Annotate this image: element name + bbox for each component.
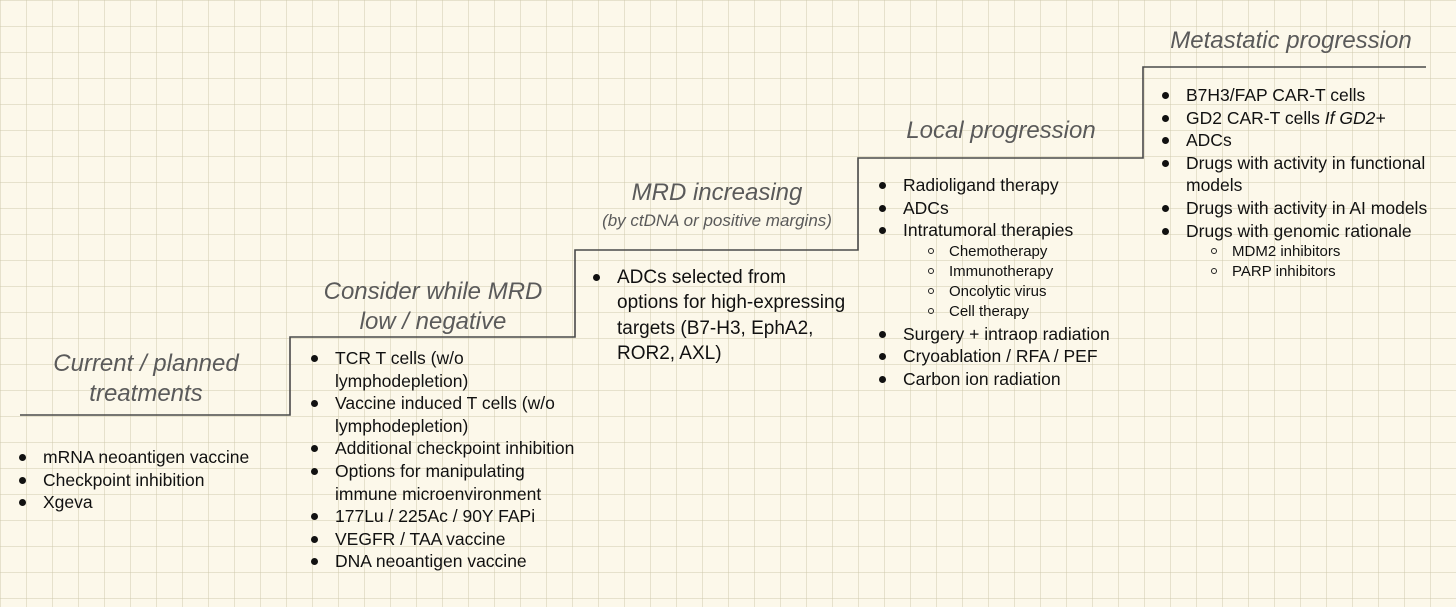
sub-list-item: Cell therapy (927, 302, 1140, 322)
list-item: Xgeva (18, 491, 283, 514)
stage-mrd-low-title-line: Consider while MRD (323, 278, 543, 305)
list-item: TCR T cells (w/o lymphodepletion) (310, 347, 576, 392)
stage-metastatic-title: Metastatic progression (1150, 26, 1432, 56)
list-item: 177Lu / 225Ac / 90Y FAPi (310, 505, 576, 528)
list-item: B7H3/FAP CAR-T cells (1161, 84, 1453, 107)
list-item-label: Intratumoral therapies (903, 220, 1074, 241)
list-item-qualifier: If GD2+ (1324, 107, 1386, 128)
list-item: Checkpoint inhibition (18, 469, 283, 492)
list-item: Vaccine induced T cells (w/o lymphodeple… (310, 392, 576, 437)
stage-mrd-increasing-subtitle: (by ctDNA or positive margins) (602, 211, 832, 230)
list-item: Intratumoral therapies Chemotherapy Immu… (878, 219, 1140, 322)
list-item: ADCs (878, 197, 1140, 220)
stage-mrd-low-title-line: low / negative (359, 308, 507, 335)
list-item: ADCs (1161, 129, 1453, 152)
stage-local-list: Radioligand therapy ADCs Intratumoral th… (878, 174, 1140, 390)
stage-local-title-line: Local progression (906, 117, 1096, 144)
stage-mrd-low-list: TCR T cells (w/o lymphodepletion) Vaccin… (310, 347, 576, 573)
list-item: mRNA neoantigen vaccine (18, 446, 283, 469)
stage-current-title: Current / planned treatments (30, 349, 262, 409)
stage-mrd-increasing-title: MRD increasing (by ctDNA or positive mar… (578, 178, 856, 232)
stage-mrd-low-title: Consider while MRD low / negative (300, 277, 566, 337)
list-item: Additional checkpoint inhibition (310, 437, 576, 460)
list-item-label: GD2 CAR-T cells (1186, 107, 1320, 128)
list-item: Options for manipulating immune microenv… (310, 460, 576, 505)
sub-list-item: PARP inhibitors (1210, 262, 1453, 282)
list-item: Surgery + intraop radiation (878, 323, 1140, 346)
stage-metastatic-list: B7H3/FAP CAR-T cells GD2 CAR-T cells If … (1161, 84, 1453, 283)
sub-list-item: MDM2 inhibitors (1210, 242, 1453, 262)
stage-local-title: Local progression (870, 116, 1132, 146)
list-item: Cryoablation / RFA / PEF (878, 345, 1140, 368)
sub-list-item: Oncolytic virus (927, 282, 1140, 302)
stage-current-list: mRNA neoantigen vaccine Checkpoint inhib… (18, 446, 283, 514)
list-item: Drugs with activity in AI models (1161, 197, 1453, 220)
list-item-label: Drugs with genomic rationale (1186, 220, 1412, 241)
stage-mrd-increasing-title-line: MRD increasing (631, 179, 803, 206)
sub-list-item: Immunotherapy (927, 262, 1140, 282)
stage-current-title-line: treatments (89, 380, 203, 407)
list-item: VEGFR / TAA vaccine (310, 528, 576, 551)
list-item: GD2 CAR-T cells If GD2+ (1161, 107, 1453, 130)
list-item: Radioligand therapy (878, 174, 1140, 197)
stage-metastatic-title-line: Metastatic progression (1170, 27, 1412, 54)
sub-list: MDM2 inhibitors PARP inhibitors (1186, 242, 1453, 282)
list-item: DNA neoantigen vaccine (310, 550, 576, 573)
sub-list-item: Chemotherapy (927, 242, 1140, 262)
list-item: Drugs with activity in functional models (1161, 152, 1453, 197)
list-item: ADCs selected from options for high-expr… (592, 265, 852, 367)
list-item: Carbon ion radiation (878, 368, 1140, 391)
list-item: Drugs with genomic rationale MDM2 inhibi… (1161, 220, 1453, 283)
sub-list: Chemotherapy Immunotherapy Oncolytic vir… (903, 242, 1140, 323)
stage-mrd-increasing-list: ADCs selected from options for high-expr… (592, 265, 852, 367)
stage-current-title-line: Current / planned (53, 350, 239, 377)
